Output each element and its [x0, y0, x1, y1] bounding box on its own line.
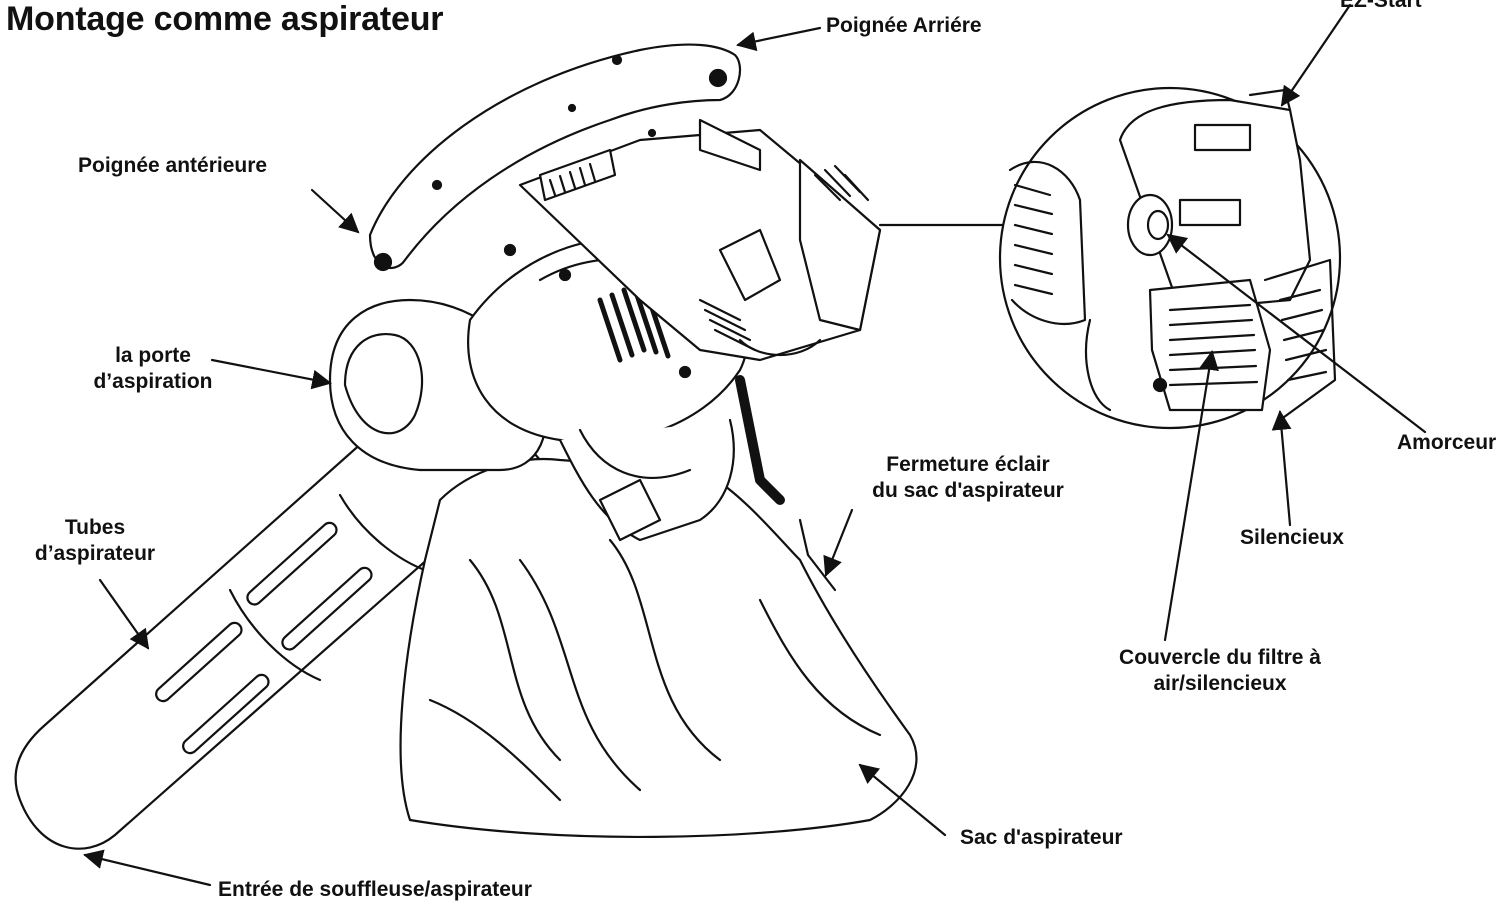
label-entree-souffleuse: Entrée de souffleuse/aspirateur	[218, 878, 532, 901]
label-tubes-line1: Tubes	[64, 516, 126, 539]
label-silencieux: Silencieux	[1240, 526, 1344, 549]
callout-arrows	[83, 3, 1427, 887]
label-tubes-aspirateur: Tubes d’aspirateur	[20, 515, 170, 567]
label-couvercle-line1: Couvercle du filtre à	[1119, 646, 1321, 669]
label-fermeture-line1: Fermeture éclair	[886, 453, 1050, 476]
label-ez-start: EZ-Start	[1340, 0, 1422, 12]
handle-frame	[368, 43, 742, 272]
label-fermeture-line2: du sac d'aspirateur	[872, 479, 1064, 502]
label-poignee-anterieure: Poignée antérieure	[78, 154, 268, 177]
label-fermeture-eclair: Fermeture éclair du sac d'aspirateur	[848, 452, 1088, 504]
label-porte-aspiration-line1: la porte	[115, 344, 191, 367]
label-couvercle-filtre: Couvercle du filtre à air/silencieux	[1090, 645, 1350, 697]
label-tubes-line2: d’aspirateur	[34, 542, 156, 565]
engine-detail-circle	[998, 86, 1342, 430]
label-sac-aspirateur: Sac d'aspirateur	[960, 826, 1123, 849]
label-porte-aspiration-line2: d’aspiration	[93, 370, 213, 393]
diagram-title: Montage comme aspirateur	[6, 0, 444, 38]
label-couvercle-line2: air/silencieux	[1153, 672, 1287, 695]
label-amorceur: Amorceur	[1397, 431, 1497, 454]
label-porte-aspiration: la porte d’aspiration	[78, 343, 228, 395]
blower-housing	[328, 118, 882, 542]
vacuum-tube	[14, 358, 542, 850]
label-poignee-arriere: Poignée Arriére	[826, 14, 982, 37]
